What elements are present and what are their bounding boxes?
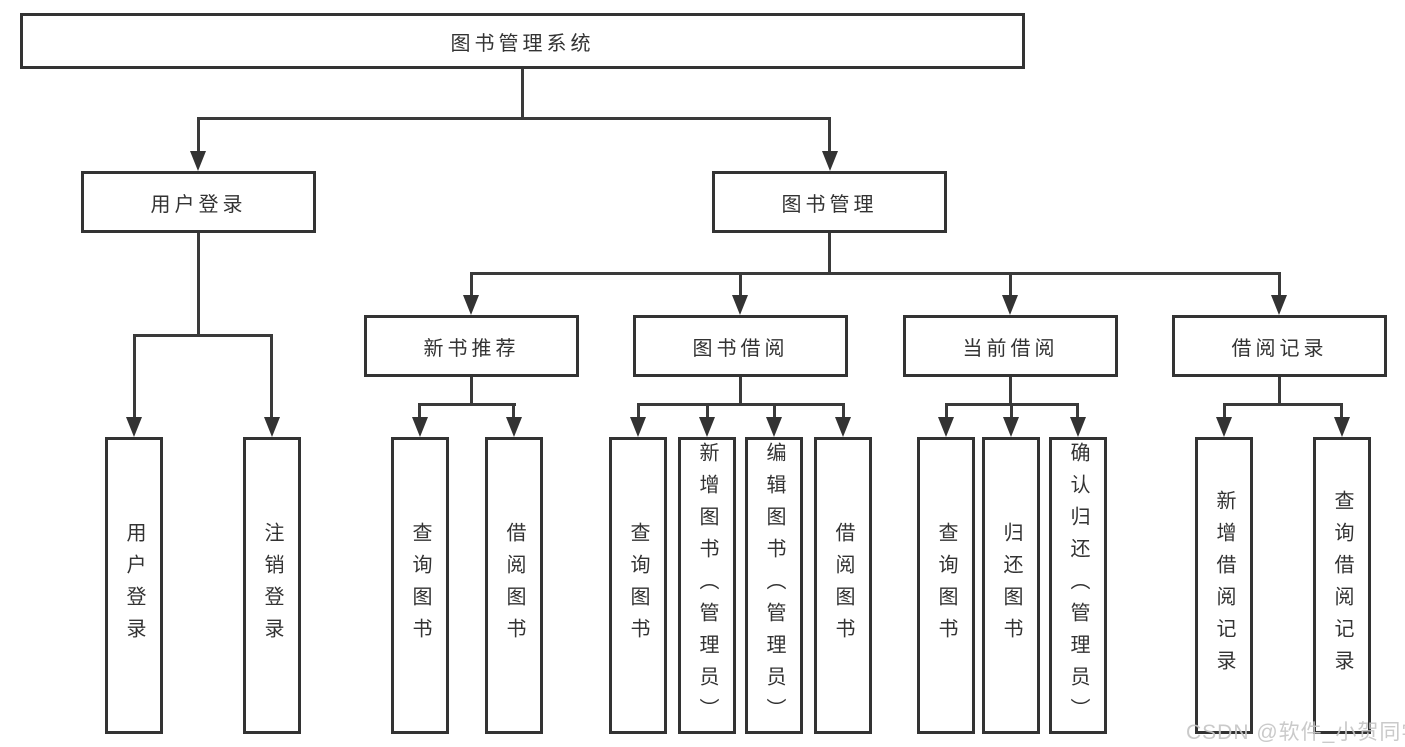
arrow-down-icon [1003,417,1019,437]
arrow-down-icon [506,417,522,437]
connector-line [1009,272,1012,298]
arrow-down-icon [822,151,838,171]
leaf-query-books-current: 查询图书 [917,437,975,734]
connector-line [1340,403,1343,421]
leaf-edit-book-admin: 编辑图书（管理员） [745,437,803,734]
arrow-down-icon [1271,295,1287,315]
connector-line [1076,403,1079,421]
arrow-down-icon [938,417,954,437]
arrow-down-icon [463,295,479,315]
node-borrowing-records: 借阅记录 [1172,315,1387,377]
node-new-book-recommendation: 新书推荐 [364,315,579,377]
leaf-query-books-recommend: 查询图书 [391,437,449,734]
connector-line [828,233,831,274]
leaf-add-book-admin: 新增图书（管理员） [678,437,736,734]
arrow-down-icon [412,417,428,437]
connector-line [1010,403,1013,421]
connector-line [470,377,473,405]
node-current-borrowing: 当前借阅 [903,315,1118,377]
arrow-down-icon [1070,417,1086,437]
connector-line [1009,377,1012,405]
leaf-add-borrow-record: 新增借阅记录 [1195,437,1253,734]
arrow-down-icon [766,417,782,437]
connector-line [1278,272,1281,298]
connector-line [739,377,742,405]
connector-line [197,233,200,337]
connector-line [706,403,709,421]
arrow-down-icon [190,151,206,171]
connector-line [470,272,1281,275]
node-library-management-system: 图书管理系统 [20,13,1025,69]
arrow-down-icon [1002,295,1018,315]
leaf-logout: 注销登录 [243,437,301,734]
connector-line [637,403,844,406]
arrow-down-icon [732,295,748,315]
arrow-down-icon [126,417,142,437]
leaf-query-books-borrowing: 查询图书 [609,437,667,734]
connector-line [637,403,640,421]
connector-line [418,403,421,421]
connector-line [521,69,524,119]
leaf-user-login: 用户登录 [105,437,163,734]
connector-line [945,403,948,421]
connector-line [1223,403,1343,406]
connector-line [842,403,845,421]
connector-line [1278,377,1281,405]
csdn-watermark: CSDN @软件_小贺同学 [1186,721,1405,744]
arrow-down-icon [1216,417,1232,437]
connector-line [133,334,273,337]
leaf-confirm-return-admin: 确认归还（管理员） [1049,437,1107,734]
arrow-down-icon [1334,417,1350,437]
leaf-return-books: 归还图书 [982,437,1040,734]
node-book-borrowing: 图书借阅 [633,315,848,377]
connector-line [133,334,136,420]
node-book-management: 图书管理 [712,171,947,233]
connector-line [512,403,515,421]
arrow-down-icon [264,417,280,437]
connector-line [773,403,776,421]
leaf-query-borrow-record: 查询借阅记录 [1313,437,1371,734]
arrow-down-icon [835,417,851,437]
connector-line [739,272,742,298]
connector-line [270,334,273,420]
node-user-login: 用户登录 [81,171,316,233]
connector-line [1223,403,1226,421]
leaf-borrow-books-recommend: 借阅图书 [485,437,543,734]
leaf-borrow-books: 借阅图书 [814,437,872,734]
connector-line [828,117,831,155]
arrow-down-icon [630,417,646,437]
connector-line [197,117,831,120]
connector-line [197,117,200,155]
arrow-down-icon [699,417,715,437]
connector-line [419,403,516,406]
connector-line [470,272,473,298]
